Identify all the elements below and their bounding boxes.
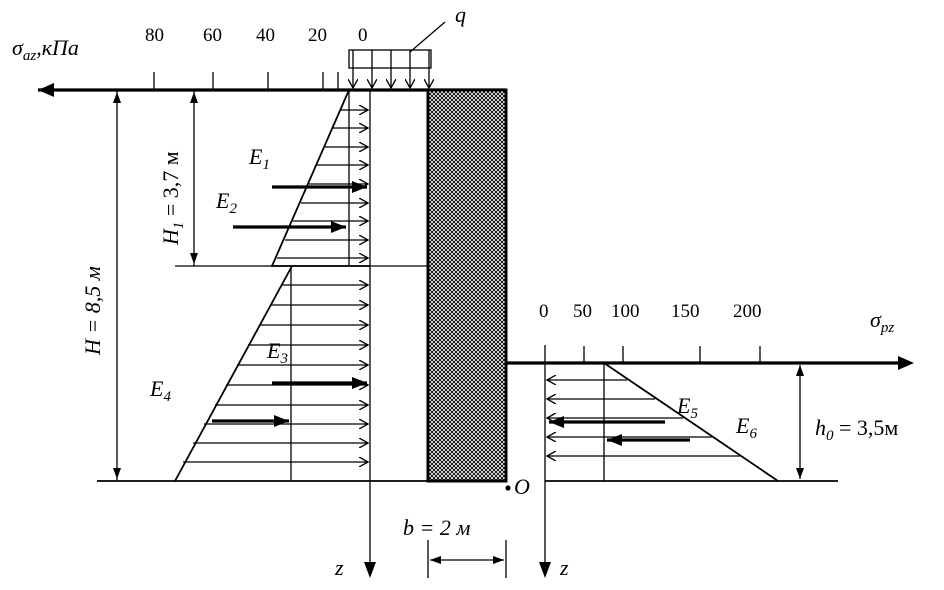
passive-pressure-arrows [547, 380, 740, 456]
point-o-label: O [514, 474, 530, 499]
force-e1-label: E1 [248, 144, 270, 173]
lower-zone-pressure-arrows [183, 285, 368, 462]
passive-pressure-diagram: E5 E6 [547, 362, 779, 482]
force-e2-label: E2 [215, 188, 237, 217]
depth-axis-left: z [334, 90, 376, 580]
passive-force-labels: E5 E6 [676, 393, 757, 442]
surcharge-leader [409, 21, 446, 53]
dimension-H1-label: H1 = 3,7 м [158, 151, 187, 246]
depth-axis-label-left: z [334, 555, 344, 580]
dimension-h0: h0 = 3,5м [790, 362, 898, 479]
surcharge-load: q [349, 2, 466, 88]
active-tick-label: 20 [308, 25, 327, 46]
passive-axis-title: σpz [870, 307, 894, 336]
lower-triangle-outline [174, 265, 293, 482]
point-o-dot [505, 485, 511, 491]
upper-zone-pressure-arrows [277, 110, 368, 258]
dimension-b: b = 2 м [403, 515, 507, 578]
passive-tick-label: 200 [733, 301, 762, 322]
active-tick-label: 0 [358, 25, 368, 46]
surcharge-label: q [455, 2, 466, 27]
active-tick-label: 40 [256, 25, 275, 46]
passive-triangle-outline [603, 362, 779, 482]
dimension-h0-label: h0 = 3,5м [815, 415, 898, 444]
active-tick-label: 60 [203, 25, 222, 46]
point-o: O [505, 474, 530, 499]
passive-tick-label: 150 [671, 301, 700, 322]
passive-tick-label: 100 [611, 301, 640, 322]
passive-pressure-axis: 0 50 100 150 200 σpz [506, 301, 914, 370]
resultant-force-arrows [212, 181, 367, 427]
dimension-H1: H1 = 3,7 м [158, 90, 198, 266]
active-pressure-diagram: E1 E2 E3 E4 [149, 89, 428, 482]
active-axis-title: σaz,кПа [12, 35, 79, 64]
force-e5-label: E5 [676, 393, 698, 422]
force-e3-label: E3 [266, 338, 288, 367]
retaining-wall [426, 88, 508, 483]
active-axis-tick-labels: 80 60 40 20 0 [145, 25, 368, 46]
passive-tick-label: 50 [573, 301, 592, 322]
passive-axis-tick-labels: 0 50 100 150 200 [539, 301, 762, 322]
depth-axis-right: z [539, 345, 569, 580]
depth-axis-arrowhead [364, 562, 376, 578]
passive-axis-arrowhead [898, 356, 914, 370]
passive-tick-label: 0 [539, 301, 549, 322]
dimension-H: H = 8,5 м [80, 89, 127, 481]
passive-resultant-arrows [549, 416, 690, 446]
dimension-H-label: H = 8,5 м [80, 266, 105, 356]
wall-body [426, 88, 508, 483]
force-e4-label: E4 [149, 376, 171, 405]
force-e6-label: E6 [735, 413, 757, 442]
active-tick-label: 80 [145, 25, 164, 46]
surcharge-box [348, 49, 432, 69]
active-force-labels: E1 E2 E3 E4 [149, 144, 288, 405]
depth-axis-label-right: z [559, 555, 569, 580]
active-axis-arrowhead [38, 83, 54, 97]
dimension-b-label: b = 2 м [403, 515, 470, 540]
